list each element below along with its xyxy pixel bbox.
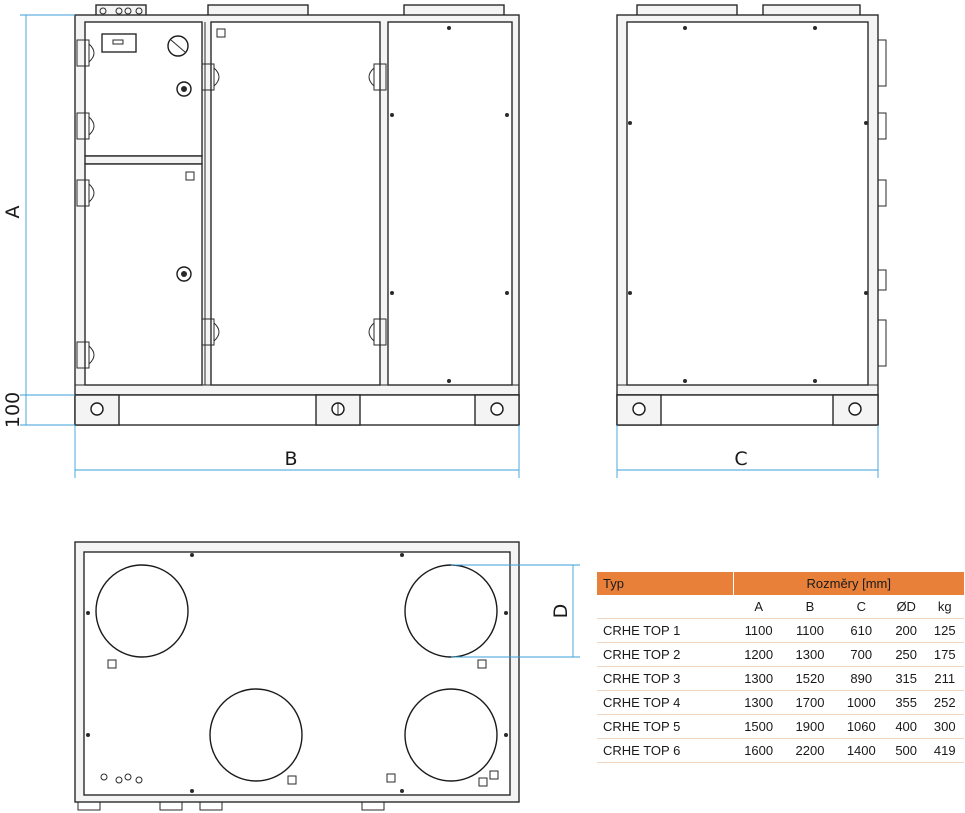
dimension-label-a: A — [2, 206, 24, 219]
dimension-label-b: B — [284, 448, 297, 470]
table-cell: 1900 — [784, 714, 836, 739]
dimension-label-base-height: 100 — [2, 392, 24, 428]
table-row: CRHE TOP 3 1300 1520 890 315 211 — [597, 666, 964, 691]
table-cell: 315 — [886, 666, 926, 691]
row-type-name: CRHE TOP 4 — [597, 690, 733, 715]
table-cell: 500 — [886, 738, 926, 763]
row-type-name: CRHE TOP 1 — [597, 618, 733, 643]
table-cell: 1300 — [733, 690, 785, 715]
column-header: C — [835, 595, 887, 619]
dimension-label-c: C — [734, 448, 747, 470]
table-cell: 175 — [925, 642, 964, 667]
table-row: CRHE TOP 1 1100 1100 610 200 125 — [597, 618, 964, 643]
table-cell: 250 — [886, 642, 926, 667]
column-header: kg — [925, 595, 964, 619]
table-cell: 200 — [886, 618, 926, 643]
row-type-name: CRHE TOP 6 — [597, 738, 733, 763]
dimension-label-d: D — [550, 604, 572, 619]
table-cell: 1000 — [835, 690, 887, 715]
row-type-name: CRHE TOP 2 — [597, 642, 733, 667]
front-view — [74, 4, 520, 426]
table-row: CRHE TOP 4 1300 1700 1000 355 252 — [597, 690, 964, 715]
table-cell: 1600 — [733, 738, 785, 763]
table-subheader-row: A B C ØD kg — [597, 595, 964, 619]
table-cell: 1300 — [784, 642, 836, 667]
column-header: ØD — [886, 595, 926, 619]
table-row: CRHE TOP 6 1600 2200 1400 500 419 — [597, 738, 964, 763]
table-row: CRHE TOP 2 1200 1300 700 250 175 — [597, 642, 964, 667]
table-cell: 1400 — [835, 738, 887, 763]
table-cell: 2200 — [784, 738, 836, 763]
row-type-name: CRHE TOP 5 — [597, 714, 733, 739]
table-cell: 125 — [925, 618, 964, 643]
table-cell: 1100 — [733, 618, 785, 643]
table-cell: 1700 — [784, 690, 836, 715]
table-header-group: Rozměry [mm] — [732, 572, 964, 595]
table-cell: 211 — [925, 666, 964, 691]
table-cell: 355 — [886, 690, 926, 715]
dimension-lines — [20, 14, 879, 658]
row-type-name: CRHE TOP 3 — [597, 666, 733, 691]
table-cell: 1300 — [733, 666, 785, 691]
table-cell: 419 — [925, 738, 964, 763]
table-header-type: Typ — [597, 572, 733, 595]
side-view — [616, 4, 887, 426]
table-cell: 400 — [886, 714, 926, 739]
table-cell: 1500 — [733, 714, 785, 739]
table-cell: 1200 — [733, 642, 785, 667]
table-cell: 300 — [925, 714, 964, 739]
table-cell: 700 — [835, 642, 887, 667]
table-row: CRHE TOP 5 1500 1900 1060 400 300 — [597, 714, 964, 739]
table-cell: 1520 — [784, 666, 836, 691]
dimensions-table: Typ Rozměry [mm] A B C ØD kg CRHE TOP 1 … — [597, 572, 964, 763]
table-cell: 252 — [925, 690, 964, 715]
column-header: B — [784, 595, 836, 619]
table-cell: 610 — [835, 618, 887, 643]
top-view — [74, 541, 520, 811]
column-header: A — [733, 595, 785, 619]
table-cell: 1060 — [835, 714, 887, 739]
table-cell: 890 — [835, 666, 887, 691]
table-cell: 1100 — [784, 618, 836, 643]
